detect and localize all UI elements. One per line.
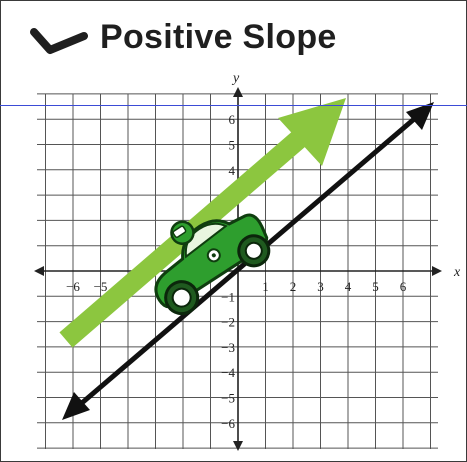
y-axis-arrow-down: [233, 441, 243, 451]
y-axis-arrow-up: [233, 87, 243, 97]
x-tick-label: 1: [262, 279, 269, 294]
x-tick-label: 2: [290, 279, 297, 294]
x-tick-label: 5: [372, 279, 379, 294]
rear-wheel: [164, 280, 200, 316]
y-tick-label: 6: [229, 112, 236, 127]
green-arrow: [59, 98, 346, 348]
line-arrowhead-bottom: [62, 392, 90, 420]
y-tick-label: −2: [221, 315, 235, 330]
x-tick-label: −5: [94, 279, 108, 294]
guide-line: [0, 105, 467, 106]
tick-labels: −6 −5 1 2 3 4 5 6 6 5 4 −1 −2 −3 −4 −5 −6: [66, 112, 407, 431]
race-car-icon: [154, 213, 271, 316]
y-tick-label: −6: [221, 416, 235, 431]
check-mark-icon: [30, 28, 88, 54]
header: Positive Slope: [0, 0, 467, 68]
y-axis-label: y: [231, 71, 240, 86]
y-tick-label: −5: [221, 391, 235, 406]
line-arrowhead-top: [406, 102, 434, 130]
y-tick-label: −3: [221, 340, 235, 355]
x-axis-arrow-left: [34, 266, 44, 276]
x-tick-label: −6: [66, 279, 80, 294]
x-tick-label: 3: [317, 279, 324, 294]
y-tick-label: −4: [221, 365, 235, 380]
y-tick-label: −1: [221, 289, 235, 304]
y-tick-label: 5: [229, 138, 236, 153]
x-axis-label: x: [453, 265, 461, 280]
x-axis-arrow-right: [432, 266, 442, 276]
y-tick-label: 4: [229, 163, 236, 178]
page-title: Positive Slope: [100, 18, 337, 56]
x-tick-label: 4: [345, 279, 352, 294]
x-tick-label: 6: [400, 279, 407, 294]
front-wheel: [237, 234, 271, 268]
